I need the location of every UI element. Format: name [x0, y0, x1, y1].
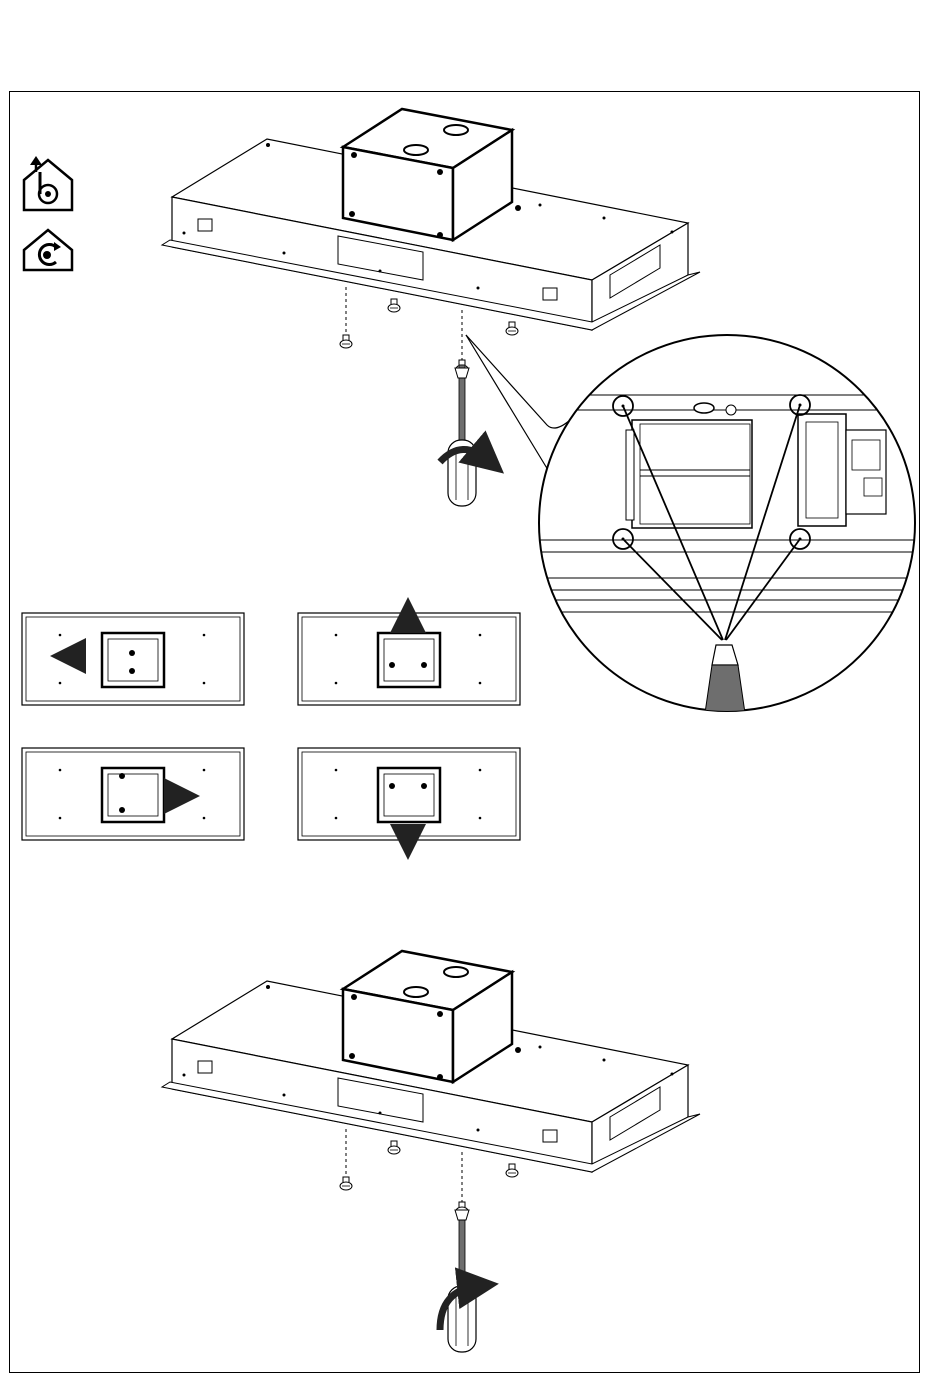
hood-assembly-bottom: [162, 951, 700, 1215]
detail-magnifier: [539, 335, 920, 720]
orientation-view-left: [22, 613, 244, 705]
ducted-mode-icon: [24, 156, 72, 210]
screwdriver-bottom: [440, 1210, 478, 1352]
orientation-view-up: [298, 613, 520, 705]
hood-assembly-top: [162, 109, 700, 373]
screwdriver-top: [440, 365, 488, 506]
orientation-view-right: [22, 748, 244, 840]
recirculation-mode-icon: [24, 230, 72, 270]
orientation-view-down: [298, 748, 520, 842]
